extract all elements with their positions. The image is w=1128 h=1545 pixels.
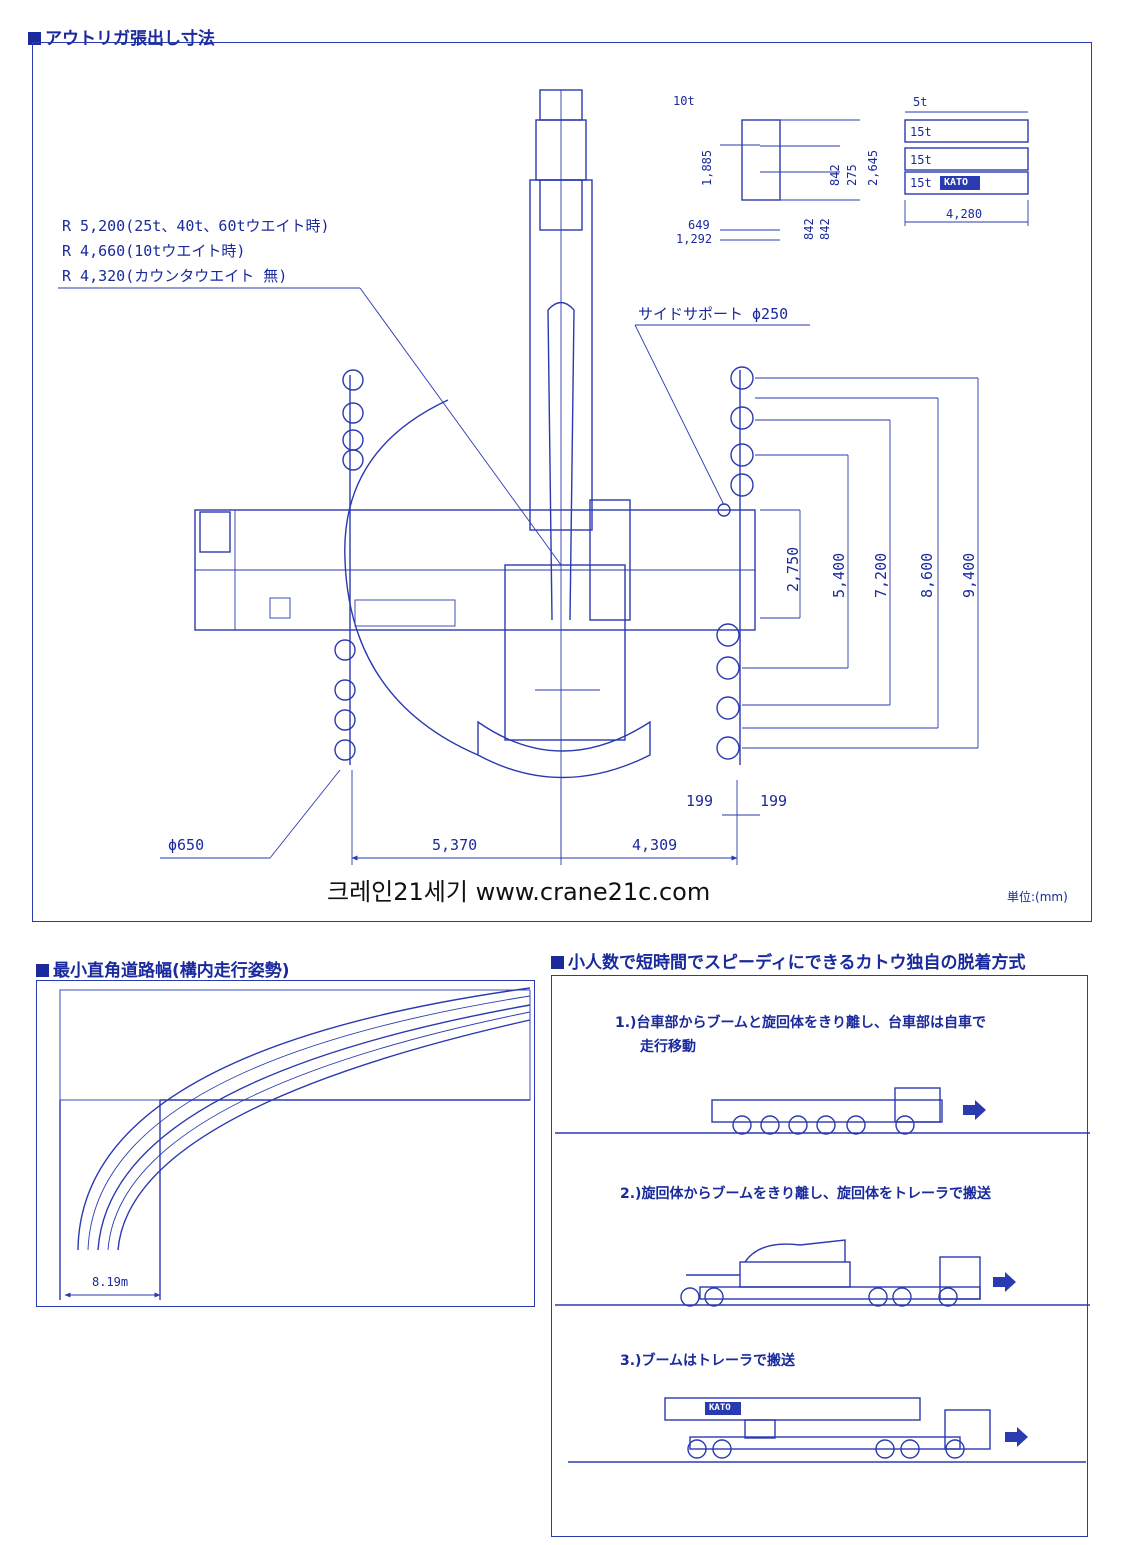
dim-8600-label: 8,600	[918, 552, 936, 598]
weight-stack-inset	[904, 111, 1029, 226]
dim-9400-label: 9,400	[960, 552, 978, 598]
road-width-value: 8.19m	[92, 1275, 129, 1289]
crane-carrier	[194, 499, 756, 741]
weight-15t-label-b: 15t	[910, 153, 932, 167]
outrigger-diagram-frame	[32, 42, 1092, 922]
dim-199-left-label: 199	[686, 792, 714, 810]
weight-width-label: 4,280	[946, 207, 983, 221]
horizontal-dimensions	[351, 770, 760, 865]
weight-10t-label: 10t	[673, 94, 695, 108]
weight-side-inset	[720, 119, 860, 241]
road-width-frame	[36, 980, 535, 1307]
dim-1885-label: 1,885	[700, 149, 714, 186]
dim-7200-label: 7,200	[872, 552, 890, 598]
side-support-label: サイドサポート ϕ250	[638, 305, 789, 323]
left-outrigger	[160, 369, 364, 859]
step1-carrier-truck	[711, 1087, 986, 1135]
outrigger-title-text: アウトリガ張出し寸法	[45, 29, 215, 49]
turning-path-diagram	[59, 987, 531, 1300]
detach-section-title: 小人数で短時間でスピーディにできるカトウ独自の脱着方式	[551, 948, 1025, 973]
dim-5370-label: 5,370	[432, 836, 478, 854]
radius-note-1: R 5,200(25t、40t、60tウエイト時)	[62, 217, 330, 235]
step2-trailer-truck	[680, 1239, 1016, 1307]
dim-2645-label: 2,645	[866, 149, 880, 186]
dim-4309-label: 4,309	[632, 836, 678, 854]
outrigger-section-title: アウトリガ張出し寸法	[28, 24, 215, 49]
dim-2750-label: 2,750	[784, 546, 802, 592]
float-diameter-label: ϕ650	[168, 836, 205, 854]
bullet-square-icon	[551, 956, 564, 969]
right-outrigger	[634, 324, 810, 765]
unit-label: 単位:(mm)	[1007, 890, 1068, 904]
step1-text-line1: 1.)台車部からブームと旋回体をきり離し、台車部は自車で	[615, 1015, 987, 1031]
dim-842b-label: 842	[802, 218, 816, 240]
step3-text: 3.)ブームはトレーラで搬送	[620, 1353, 796, 1369]
bullet-square-icon	[36, 964, 49, 977]
weight-15t-label-a: 15t	[910, 125, 932, 139]
dim-275-label: 275	[845, 164, 859, 186]
radius-note-2: R 4,660(10tウエイト時)	[62, 242, 246, 260]
watermark-text: 크레인21세기 www.crane21c.com	[327, 878, 711, 906]
vertical-dimensions	[742, 377, 979, 749]
dim-5400-label: 5,400	[830, 552, 848, 598]
step3-boom-trailer	[664, 1397, 1028, 1459]
detach-frame	[551, 975, 1088, 1537]
crane-boom	[529, 89, 593, 860]
radius-note-3: R 4,320(カウンタウエイト 無)	[62, 267, 288, 285]
step2-text: 2.)旋回体からブームをきり離し、旋回体をトレーラで搬送	[620, 1186, 992, 1202]
dim-842a-label: 842	[828, 164, 842, 186]
weight-15t-label-c: 15t	[910, 176, 932, 190]
detach-title-text: 小人数で短時間でスピーディにできるカトウ独自の脱着方式	[568, 953, 1026, 973]
dim-1292-label: 1,292	[676, 232, 713, 246]
weight-5t-label: 5t	[913, 95, 928, 109]
bullet-square-icon	[28, 32, 41, 45]
dim-842c-label: 842	[818, 218, 832, 240]
step1-text-line2: 走行移動	[640, 1039, 696, 1055]
road-width-title-text: 最小直角道路幅(構内走行姿勢)	[53, 961, 290, 981]
kato-weight-logo: KATO	[944, 177, 969, 188]
dim-199-right-label: 199	[760, 792, 788, 810]
dim-649-label: 649	[688, 218, 710, 232]
road-width-section-title: 最小直角道路幅(構内走行姿勢)	[36, 956, 290, 981]
boom-kato-logo: KATO	[709, 1403, 731, 1413]
counterweight	[58, 287, 651, 779]
